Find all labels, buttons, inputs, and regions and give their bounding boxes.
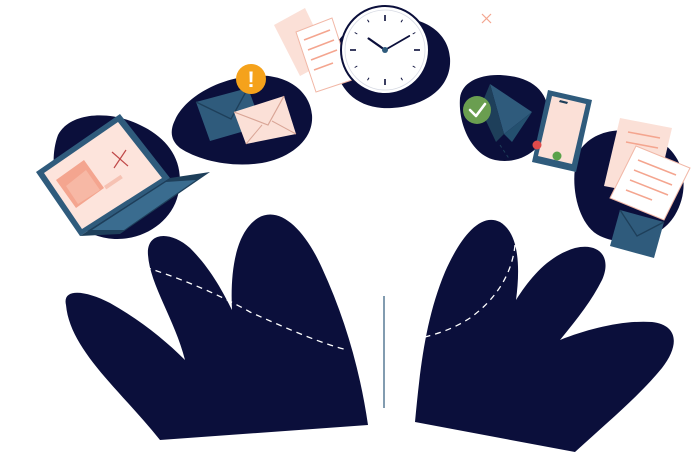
envelope-pink (233, 95, 297, 145)
left-leaf-dash (144, 266, 349, 351)
close-icon (111, 149, 129, 169)
document-icon (609, 145, 691, 221)
left-leaf-cluster (65, 214, 368, 440)
right-leaf-ring (638, 388, 662, 412)
clock-tick (412, 32, 416, 35)
clock-minute-hand (384, 35, 411, 51)
left-leaf-outer (65, 214, 368, 440)
close-icon (481, 13, 492, 24)
right-leaf-dash (424, 244, 516, 338)
clock-tick (354, 65, 358, 68)
smartphone-icon (532, 90, 592, 172)
right-leaf-outer (415, 219, 674, 452)
clock-tick (367, 77, 370, 81)
laptop-keyboard (92, 180, 196, 230)
clock-tick (354, 32, 358, 35)
clock-hour-hand (367, 37, 387, 52)
laptop-screen-line (104, 174, 123, 190)
laptop-icon (36, 114, 210, 236)
clock-tick (400, 19, 403, 23)
check-badge-icon (463, 96, 491, 124)
clock-tick (400, 77, 403, 81)
alert-badge-icon: ! (236, 64, 266, 94)
laptop-screen-image-shade (66, 170, 100, 204)
clock-tick (412, 65, 416, 68)
alert-symbol: ! (247, 67, 254, 92)
right-leaf-cluster (415, 219, 674, 452)
envelope-icon (195, 87, 297, 145)
clock-ticks (350, 15, 420, 85)
clock-tick (367, 19, 370, 23)
paper-plane-icon (480, 84, 532, 161)
clock-icon (340, 5, 430, 95)
phone-accept-dot (552, 151, 562, 161)
phone-decline-dot (532, 140, 542, 150)
envelope-icon (610, 209, 665, 258)
